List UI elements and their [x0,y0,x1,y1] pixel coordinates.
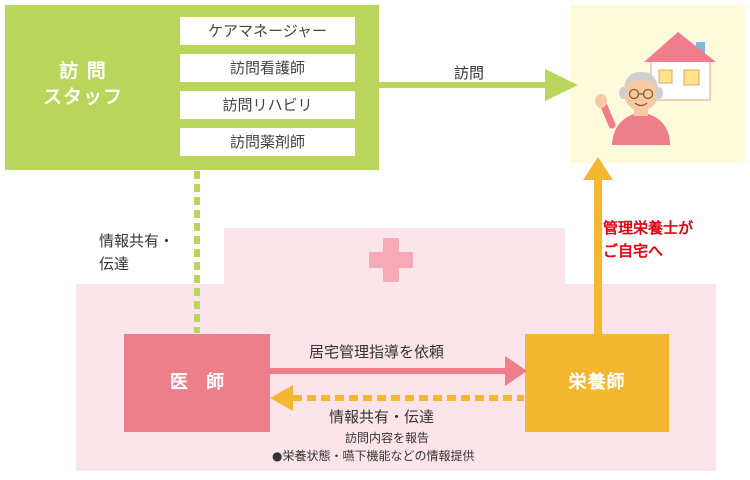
share-arrow-dotted [270,385,524,411]
visit-arrow [379,69,578,101]
share-left-label: 情報共有・ 伝達 [99,230,174,276]
share-left-label-line1: 情報共有・ [99,232,175,250]
hospital-cross-icon-bar [369,252,413,268]
request-label: 居宅管理指導を依頼 [309,343,445,361]
visit-arrow-label: 訪問 [454,64,485,82]
dietitian-home-label: 管理栄養士が ご自宅へ [603,217,693,263]
visiting-staff-title-line2: スタッフ [42,86,123,108]
elderly-person-icon [595,71,670,145]
visiting-staff-title-line1: 訪 問 [59,60,107,82]
staff-item-care-manager: ケアマネージャー [180,17,355,45]
dietitian-box: 栄養師 [525,334,669,432]
staff-item-visiting-rehab: 訪問リハビリ [180,91,355,119]
dietitian-home-label-line2: ご自宅へ [603,242,664,260]
staff-item-visiting-nurse: 訪問看護師 [180,54,355,82]
dietitian-home-arrow [583,157,613,334]
request-arrow [270,356,527,386]
doctor-box: 医 師 [124,334,270,432]
staff-item-visiting-pharmacist: 訪問薬剤師 [180,128,355,156]
dietitian-home-label-line1: 管理栄養士が [603,219,694,237]
share-bottom-line1: 訪問内容を報告 [345,431,430,445]
share-bottom-title: 情報共有・伝達 [329,408,435,426]
share-left-label-line2: 伝達 [99,255,130,273]
share-bottom-line2: ●栄養状態・嚥下機能などの情報提供 [272,449,475,463]
visiting-staff-title: 訪 問 スタッフ [8,58,158,110]
